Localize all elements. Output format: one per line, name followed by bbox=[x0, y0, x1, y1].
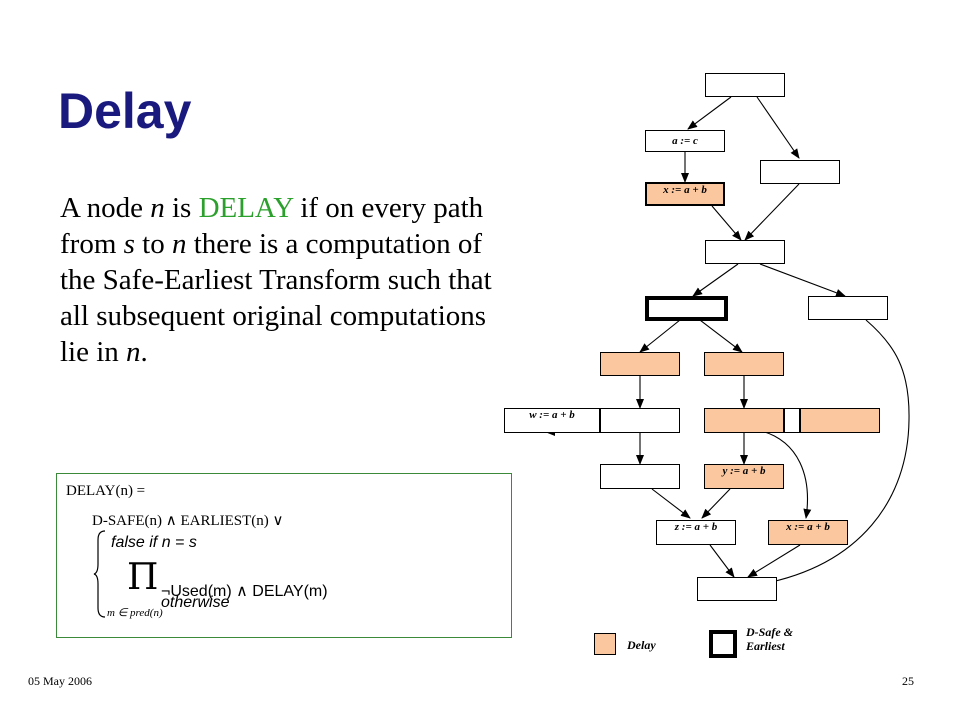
cfg-node-a-assign: a := c bbox=[645, 130, 725, 152]
formula-case-2-condition: otherwise bbox=[161, 594, 230, 611]
delay-keyword: DELAY bbox=[198, 192, 294, 224]
slide-title: Delay bbox=[58, 83, 192, 139]
case-brace-icon bbox=[93, 530, 106, 618]
cfg-node bbox=[784, 408, 800, 433]
product-symbol: Π bbox=[127, 557, 159, 598]
legend-dse-label: D-Safe & Earliest bbox=[746, 625, 793, 653]
cfg-node bbox=[808, 296, 888, 320]
def-var-n: n bbox=[150, 192, 165, 224]
cfg-edge bbox=[711, 205, 742, 241]
cfg-node-delay bbox=[704, 408, 784, 433]
cfg-edge bbox=[761, 319, 910, 587]
cfg-edge bbox=[687, 96, 732, 130]
formula-subscript: m ∈ pred(n) bbox=[107, 607, 163, 619]
cfg-edge bbox=[639, 319, 681, 353]
cfg-edge bbox=[701, 488, 731, 519]
cfg-node-y-assign: y := a + b bbox=[704, 464, 784, 489]
def-var-n: n bbox=[126, 336, 141, 368]
cfg-edge bbox=[757, 429, 812, 519]
def-var-n: n bbox=[171, 228, 187, 260]
cfg-node-exit bbox=[697, 577, 777, 601]
cfg-edge bbox=[744, 183, 800, 241]
cfg-edge bbox=[759, 263, 846, 297]
formula-line-1: DELAY(n) = bbox=[66, 483, 146, 499]
cfg-edge bbox=[699, 319, 743, 353]
definition-text: A node n is DELAY if on every path from … bbox=[60, 190, 500, 370]
def-part: to bbox=[134, 228, 172, 260]
cfg-node-x-assign-2: x := a + b bbox=[768, 520, 848, 545]
cfg-node-x-assign: x := a + b bbox=[645, 182, 725, 206]
def-part: . bbox=[140, 336, 148, 368]
footer-date: 05 May 2006 bbox=[28, 674, 92, 688]
cfg-edge bbox=[651, 488, 691, 519]
cfg-node-w-assign: w := a + b bbox=[504, 408, 600, 433]
legend-delay-label: Delay bbox=[627, 638, 656, 652]
cfg-node bbox=[600, 464, 680, 489]
def-var-s: s bbox=[123, 228, 135, 260]
cfg-edge bbox=[709, 544, 735, 578]
formula-case-2: ¬Used(m) ∧ DELAY(m) bbox=[161, 583, 328, 600]
page-number: 25 bbox=[902, 674, 914, 688]
cfg-node-delay bbox=[800, 408, 880, 433]
legend-dse-swatch bbox=[709, 630, 737, 658]
cfg-node-merge bbox=[705, 240, 785, 264]
formula-case-1: false if n = s bbox=[111, 534, 197, 551]
def-part: if on every path from bbox=[60, 192, 484, 260]
cfg-node-delay bbox=[600, 352, 680, 376]
def-part: is bbox=[164, 192, 199, 224]
cfg-node-z-assign: z := a + b bbox=[656, 520, 736, 545]
def-part: there is a computation of the Safe-Earli… bbox=[60, 228, 492, 368]
cfg-node-dsafe-earliest bbox=[645, 296, 728, 321]
cfg-node bbox=[600, 408, 680, 433]
cfg-edge bbox=[756, 96, 800, 159]
cfg-node-delay bbox=[704, 352, 784, 376]
legend-delay-swatch bbox=[594, 633, 616, 655]
def-part: A node bbox=[60, 192, 151, 224]
formula-box: DELAY(n) = D-SAFE(n) ∧ EARLIEST(n) ∨ fal… bbox=[56, 473, 512, 638]
cfg-edge bbox=[692, 263, 739, 297]
cfg-node bbox=[760, 160, 840, 184]
formula-line-2: D-SAFE(n) ∧ EARLIEST(n) ∨ bbox=[92, 513, 284, 529]
cfg-edge bbox=[747, 544, 801, 578]
cfg-node-entry bbox=[705, 73, 785, 97]
